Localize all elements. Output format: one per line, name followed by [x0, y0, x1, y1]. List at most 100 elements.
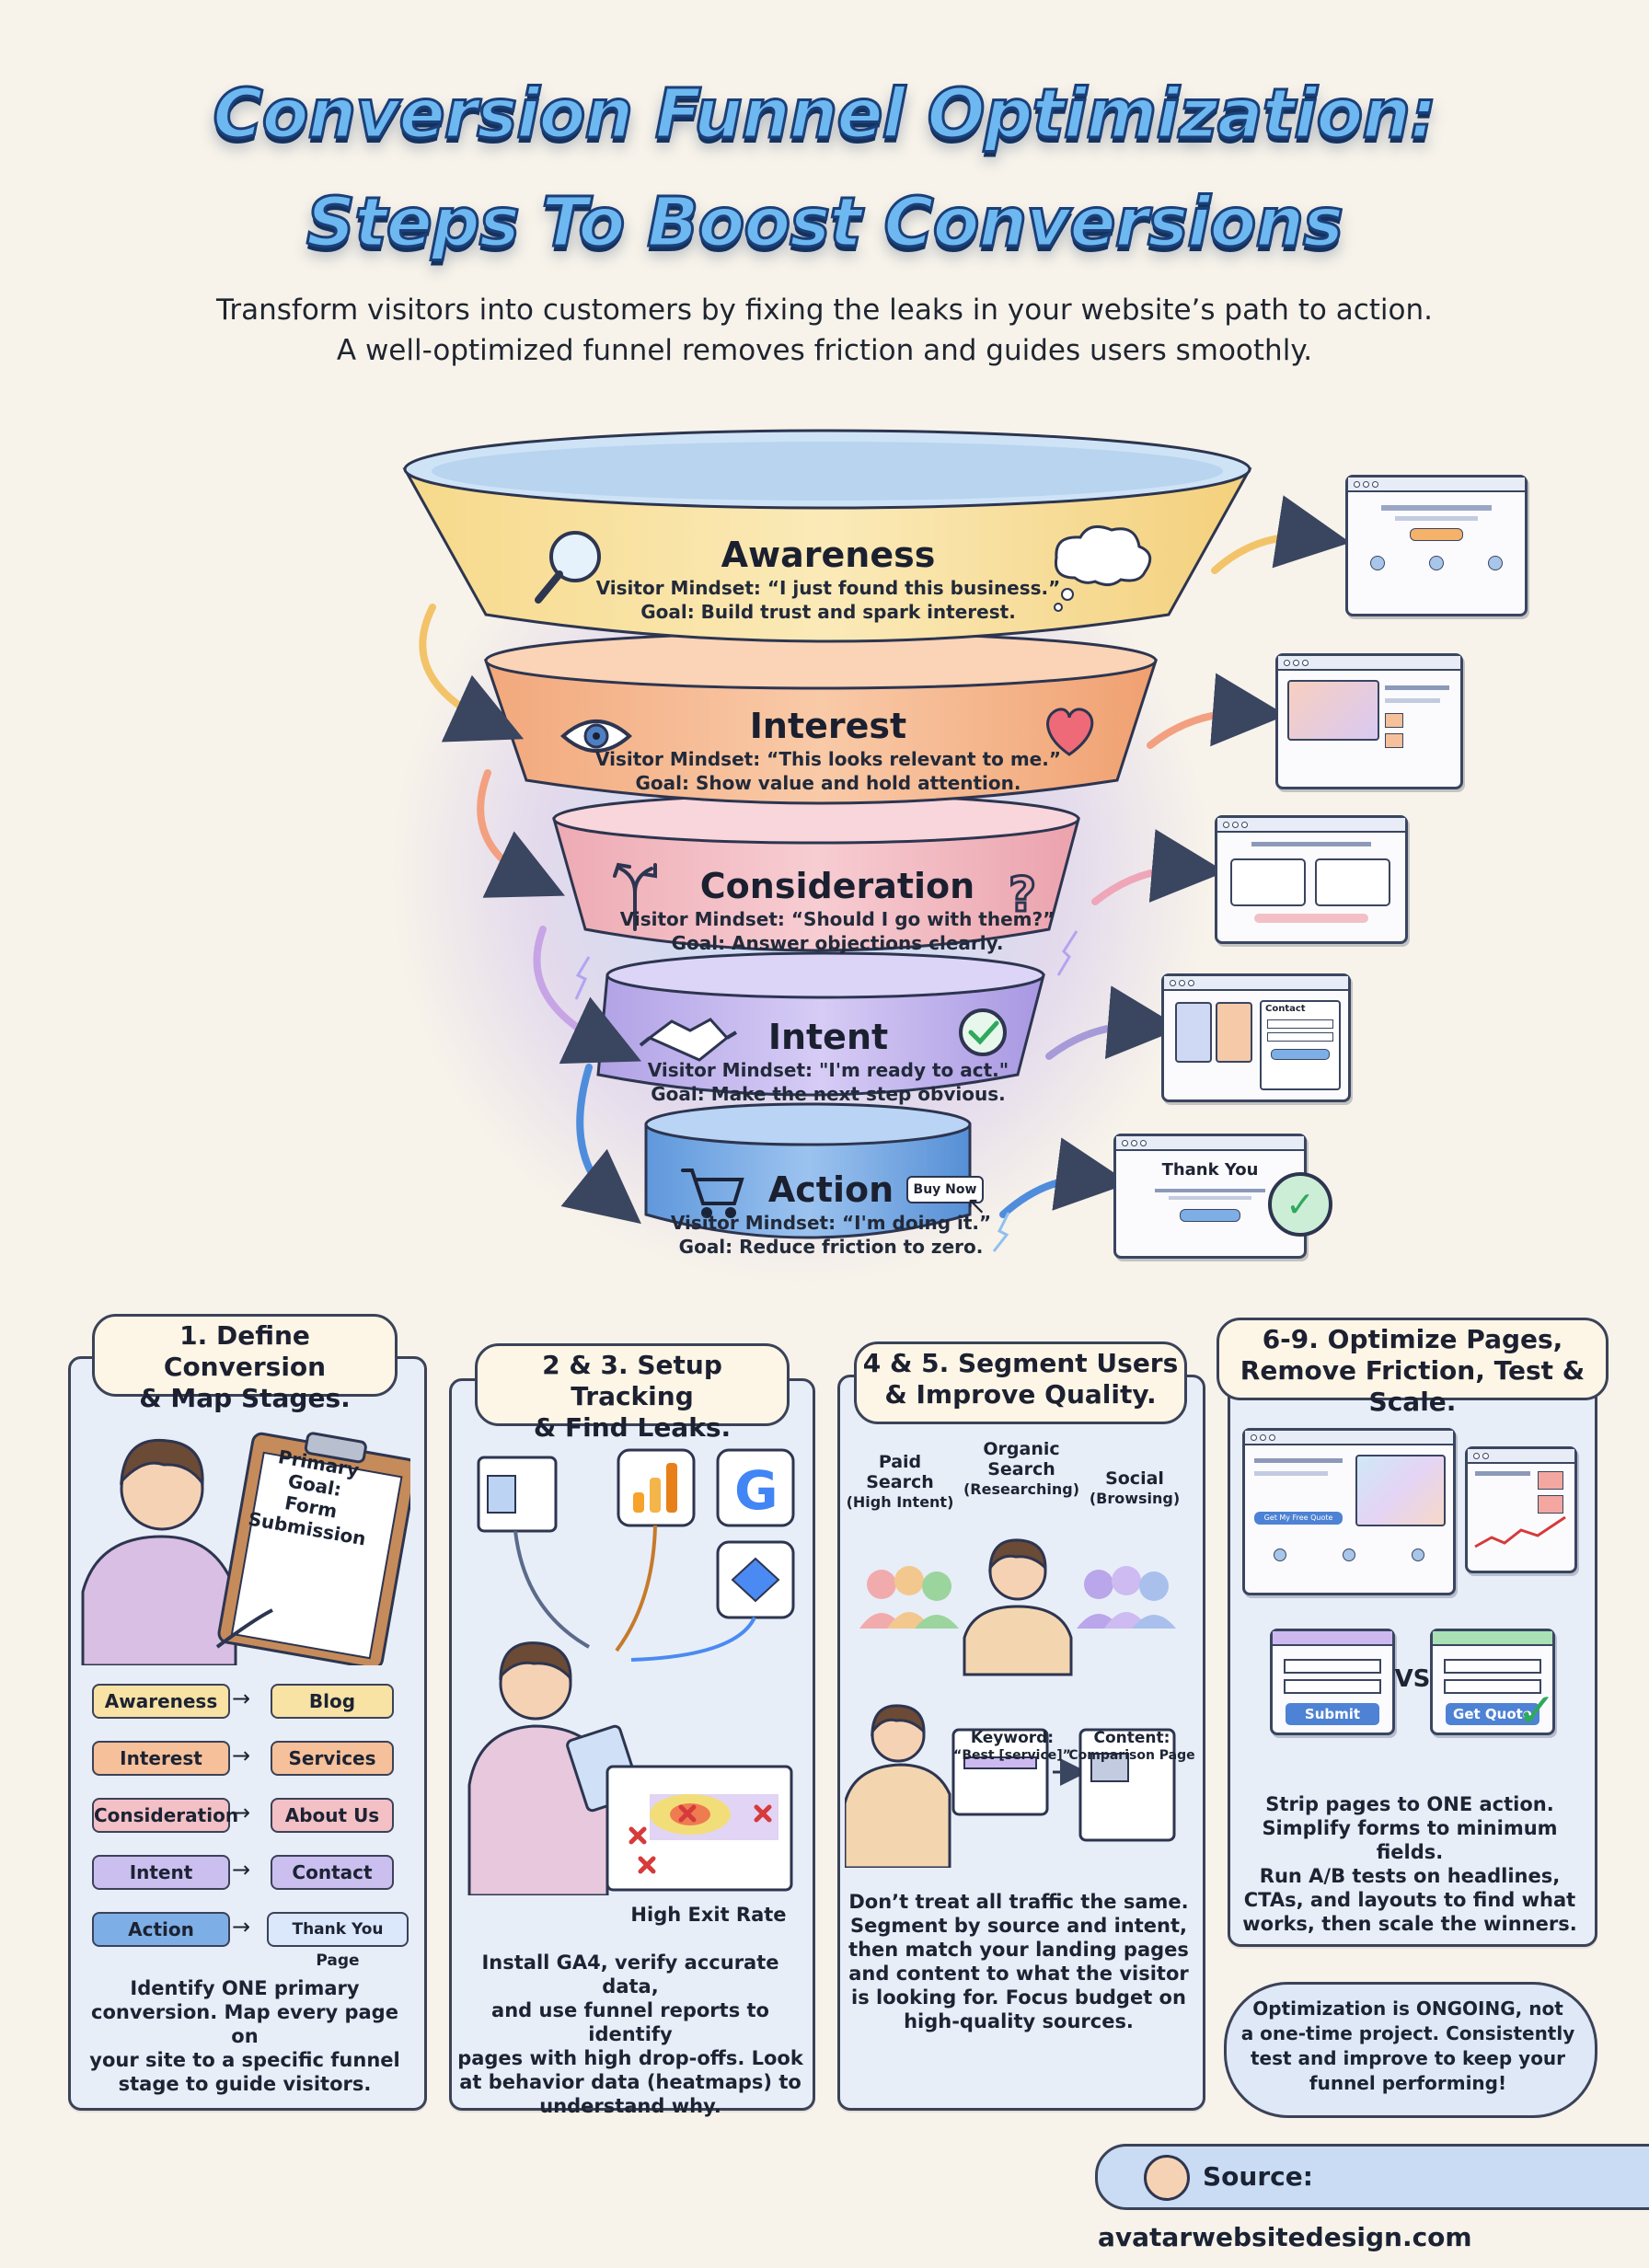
ongoing-note-line: a one-time project. Consistently [1240, 2022, 1575, 2044]
ongoing-note-line: funnel performing! [1309, 2072, 1507, 2094]
panel-2-heading: 2 & 3. Setup Tracking & Find Leaks. [475, 1343, 790, 1443]
question-mark-icon: ? [1008, 867, 1038, 925]
panel-3-heading: 4 & 5. Segment Users & Improve Quality. [854, 1341, 1187, 1424]
mock-thank-you-label: Thank You [1161, 1160, 1259, 1180]
map-page-thank-you: Thank You Page [267, 1912, 409, 1970]
mock-variant-a: Submit [1270, 1629, 1395, 1735]
handshake-icon [639, 1018, 738, 1062]
svg-text:G: G [734, 1459, 778, 1522]
buy-now-button[interactable]: Buy Now [906, 1176, 984, 1203]
vs-label: VS [1394, 1665, 1431, 1693]
stage-action-mindset: Visitor Mindset: “I'm doing it.” [670, 1212, 992, 1234]
map-stage-action: Action [92, 1912, 230, 1947]
panel-1-body-line: Identify ONE primary [130, 1977, 360, 1999]
panel-4-body-line: Strip pages to ONE action. [1265, 1793, 1554, 1815]
stage-interest-text: Interest Visitor Mindset: “This looks re… [561, 705, 1095, 795]
map-stage-intent: Intent [92, 1855, 230, 1890]
stage-consideration-name: Consideration [699, 866, 975, 906]
panel-4-heading: 6-9. Optimize Pages, Remove Friction, Te… [1217, 1318, 1609, 1417]
title-line-1: Conversion Funnel Optimization: [212, 74, 1438, 155]
ongoing-note-line: Optimization is ONGOING, not [1252, 1997, 1563, 2020]
variant-b-button[interactable]: Get Quote [1446, 1703, 1539, 1725]
trend-line-icon [1474, 1515, 1566, 1548]
mock-landing-page [1345, 475, 1528, 616]
segment-social: Social (Browsing) [1075, 1468, 1194, 1509]
mock-compare-page [1215, 815, 1408, 944]
stage-awareness-mindset: Visitor Mindset: “I just found this busi… [595, 577, 1061, 599]
avatar-icon [1144, 2155, 1190, 2201]
map-page-contact: Contact [271, 1855, 394, 1890]
segment-organic-line: Search [987, 1459, 1055, 1479]
stage-map-row: Intent → Contact [92, 1855, 405, 1912]
segment-organic-line: Organic [983, 1439, 1060, 1459]
stage-consideration-goal: Goal: Answer objections clearly. [671, 932, 1004, 954]
check-circle-icon [959, 1008, 1007, 1056]
stage-awareness-goal: Goal: Build trust and spark interest. [640, 601, 1016, 623]
panel-2-heading-line-2: & Find Leaks. [533, 1412, 732, 1443]
stage-action-goal: Goal: Reduce friction to zero. [678, 1236, 984, 1258]
map-page-blog: Blog [271, 1684, 394, 1719]
keyword-label-line: “Best [service]” [953, 1748, 1071, 1763]
panel-3-body-line: then match your landing pages [848, 1939, 1189, 1961]
segment-paid-line: Paid [878, 1452, 922, 1472]
panel-2-body-line: understand why. [539, 2095, 721, 2117]
segment-paid-search: Paid Search (High Intent) [836, 1452, 964, 1513]
segment-paid-line: Search [866, 1472, 934, 1492]
keyword-label-line: Keyword: [970, 1729, 1055, 1747]
map-arrow-icon: → [232, 1800, 251, 1825]
panel-4-heading-line-2: Remove Friction, Test & Scale. [1240, 1355, 1586, 1417]
map-arrow-icon: → [232, 1914, 251, 1940]
stage-intent-name: Intent [767, 1017, 889, 1057]
segment-organic-search: Organic Search (Researching) [957, 1439, 1086, 1500]
segment-organic-line: (Researching) [963, 1480, 1080, 1498]
cart-icon [681, 1169, 744, 1218]
segment-social-line: (Browsing) [1089, 1490, 1181, 1507]
map-page-about-us: About Us [271, 1798, 394, 1833]
map-arrow-icon: → [232, 1686, 251, 1711]
mock-cta-button: Get My Free Quote [1254, 1512, 1343, 1525]
panel-1-heading-line-1: 1. Define Conversion [163, 1320, 327, 1382]
map-arrow-icon: → [232, 1743, 251, 1768]
variant-a-button[interactable]: Submit [1286, 1703, 1379, 1725]
panel-4-heading-line-1: 6-9. Optimize Pages, [1262, 1324, 1563, 1354]
funnel-stage-awareness [402, 467, 1252, 643]
funnel-diagram: ? [402, 429, 1351, 1252]
panel-4-body-line: CTAs, and layouts to find what [1243, 1889, 1576, 1911]
panel-4-body: Strip pages to ONE action. Simplify form… [1237, 1792, 1583, 1936]
panel-3-body-line: Segment by source and intent, [850, 1915, 1187, 1937]
title-line-2: Steps To Boost Conversions [305, 182, 1344, 264]
panel-4-body-line: works, then scale the winners. [1242, 1913, 1577, 1935]
panel-1-body-line: conversion. Map every page on [91, 2001, 398, 2047]
stage-consideration-mindset: Visitor Mindset: “Should I go with them?… [619, 908, 1055, 930]
segment-social-line: Social [1105, 1468, 1164, 1489]
ongoing-note-text: Optimization is ONGOING, not a one-time … [1233, 1997, 1583, 2096]
winner-check-icon: ✓ [1516, 1684, 1557, 1739]
funnel-stage-consideration [552, 817, 1080, 952]
planner-illustration [81, 1432, 410, 1665]
stage-intent-text: Intent Visitor Mindset: "I'm ready to ac… [626, 1016, 1031, 1106]
map-arrow-icon: → [232, 1857, 251, 1882]
eye-icon [559, 720, 633, 753]
stage-map-row: Interest → Services [92, 1741, 405, 1798]
source-badge[interactable]: Source: avatarwebsitedesign.com [1095, 2144, 1649, 2252]
panel-2-body-line: at behavior data (heatmaps) to [459, 2071, 801, 2093]
heart-icon [1046, 708, 1094, 756]
tracking-illustration: G [467, 1448, 795, 1895]
high-exit-rate-label: High Exit Rate [630, 1904, 787, 1926]
tag-manager-icon [716, 1540, 795, 1619]
stage-interest-goal: Goal: Show value and hold attention. [635, 772, 1021, 794]
panel-1-heading: 1. Define Conversion & Map Stages. [92, 1314, 398, 1413]
analytics-icon [617, 1448, 696, 1527]
panel-1-body-line: your site to a specific funnel [89, 2049, 400, 2071]
mock-contact-page: Contact [1161, 973, 1351, 1102]
stage-interest-name: Interest [749, 706, 907, 746]
panel-2-body-line: Install GA4, verify accurate data, [481, 1951, 779, 1997]
mock-variant-b: Get Quote [1430, 1629, 1555, 1735]
stage-map-row: Action → Thank You Page [92, 1912, 409, 1970]
panel-3-heading-line-1: 4 & 5. Segment Users [862, 1348, 1179, 1378]
content-label: Content: Comparison Page [1067, 1730, 1196, 1765]
content-label-line: Comparison Page [1068, 1748, 1195, 1763]
subtitle-line-2: A well-optimized funnel removes friction… [336, 334, 1313, 367]
stage-consideration-text: Consideration Visitor Mindset: “Should I… [589, 865, 1086, 955]
stage-awareness-text: Awareness Visitor Mindset: “I just found… [552, 534, 1104, 624]
